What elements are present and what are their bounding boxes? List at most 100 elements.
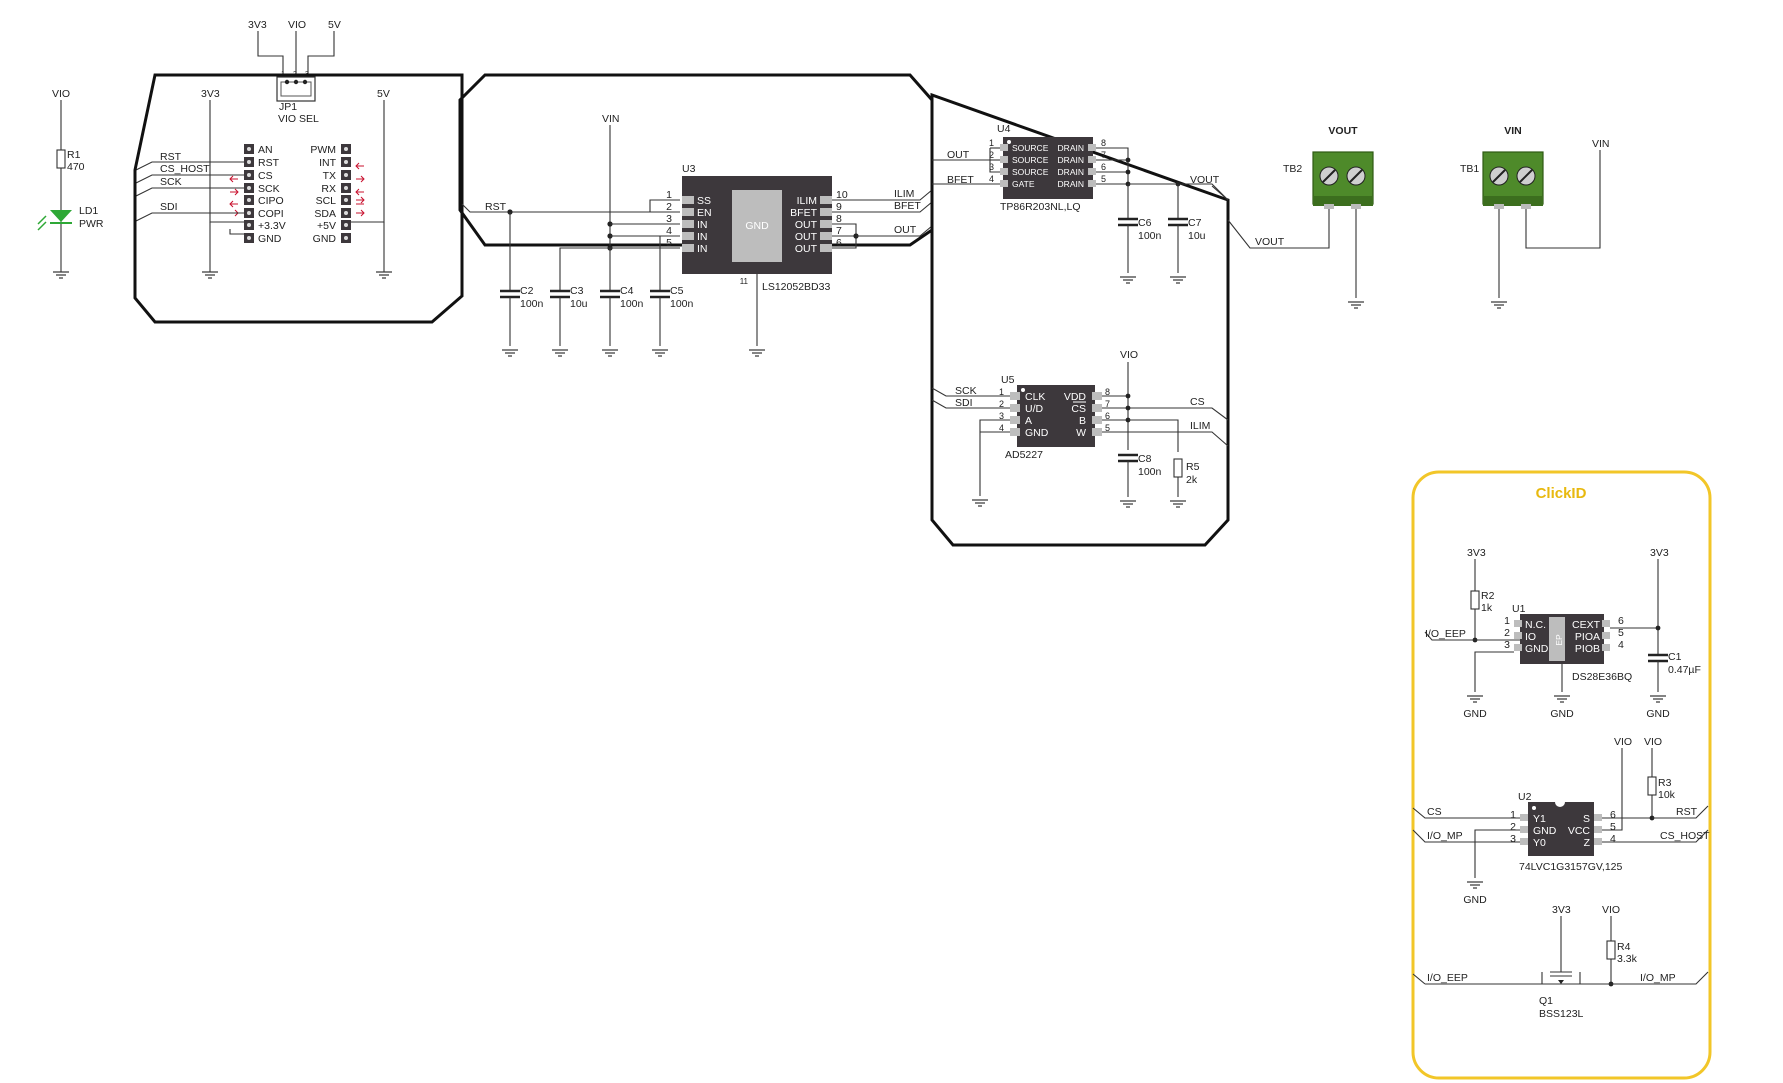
hdr-net-rst: RST [160, 151, 182, 163]
tb1-title: VIN [1504, 125, 1522, 137]
u4-u5-block: U4 SOURCE SOURCE SOURCE GATE DRAIN DRAIN… [930, 92, 1230, 547]
c2-ref: C2 [520, 285, 534, 297]
u3-pin-ss: SS [697, 195, 711, 207]
jp1-5v-label: 5V [328, 19, 341, 31]
hdr-copi: COPI [258, 208, 284, 220]
clickid-title: ClickID [1536, 485, 1587, 502]
u5-pin-vdd: VDD [1064, 391, 1087, 403]
u5-pin-cs: CS [1071, 403, 1086, 415]
vio-led-block: VIO R1 470 LD1 PWR [37, 88, 104, 279]
u2-pin-y1: Y1 [1533, 813, 1546, 825]
u5-pin-clk: CLK [1025, 391, 1045, 403]
u1-pn5: 5 [1618, 627, 1624, 639]
u4-pin-drain6: DRAIN [1058, 167, 1084, 177]
u1-pn2: 2 [1504, 627, 1510, 639]
u1-pin-pioa: PIOA [1575, 631, 1600, 643]
u1-ep: EP [1554, 634, 1564, 646]
u4-pn1: 1 [989, 138, 994, 148]
c3-val: 10u [570, 298, 588, 310]
hdr-sck: SCK [258, 183, 280, 195]
r3-ref: R3 [1658, 777, 1672, 789]
u1-pin-cext: CEXT [1572, 619, 1601, 631]
c1-ref: C1 [1668, 651, 1682, 663]
u3-bfet-net: BFET [894, 200, 921, 212]
u3-regulator-block: VIN RST C2 100n C3 10u C4 100n C5 100n [458, 73, 934, 357]
mikrobus-headers: 3V3 5V AN RST CS SCK CIPO COPI +3.3V GND [133, 73, 464, 324]
u5-pn7: 7 [1105, 399, 1110, 409]
c7-val: 10u [1188, 230, 1206, 242]
r4-val: 3.3k [1617, 953, 1638, 965]
u2-pin-gnd: GND [1533, 825, 1557, 837]
c1-val: 0.47µF [1668, 664, 1701, 676]
u1-pin-io: IO [1525, 631, 1536, 643]
jp1-block: 3V3 VIO 5V 1 2 3 JP1 VIO SEL [248, 19, 341, 125]
hdr-gnd-r: GND [313, 233, 337, 245]
ld1-ref: LD1 [79, 205, 98, 217]
u2-pn5: 5 [1610, 821, 1616, 833]
u1-3v3-right: 3V3 [1650, 547, 1669, 559]
u3-vin-label: VIN [602, 113, 620, 125]
hdr-3v3-label: 3V3 [201, 88, 220, 100]
u5-pn6: 6 [1105, 411, 1110, 421]
hdr-net-sck: SCK [160, 176, 182, 188]
hdr-pwm: PWM [310, 144, 336, 156]
tb1-vin-net: VIN [1592, 138, 1610, 150]
u1-gnd2: GND [1550, 708, 1574, 720]
hdr-tx: TX [323, 170, 336, 182]
q1-mosfet-icon [1558, 980, 1564, 984]
u5-pn5: 5 [1105, 423, 1110, 433]
r1-ref: R1 [67, 149, 81, 161]
u4-pin-source2: SOURCE [1012, 155, 1049, 165]
u5-pin-gnd: GND [1025, 427, 1049, 439]
u1-pn1: 1 [1504, 615, 1510, 627]
tb2-ref: TB2 [1283, 163, 1302, 175]
hdr-gnd-l: GND [258, 233, 282, 245]
u3-pin-bfet: BFET [790, 207, 817, 219]
u3-pn10: 10 [836, 189, 848, 201]
u3-gnd-pad: GND [745, 220, 769, 232]
u4-part: TP86R203NL,LQ [1000, 201, 1081, 213]
u5-pn1: 1 [999, 387, 1004, 397]
u1-pn3: 3 [1504, 639, 1510, 651]
u1-pn4: 4 [1618, 639, 1624, 651]
u4-bfet-net: BFET [947, 174, 974, 186]
u4-pn8: 8 [1101, 138, 1106, 148]
u2-vio-right: VIO [1644, 736, 1662, 748]
u1-3v3-left: 3V3 [1467, 547, 1486, 559]
u2-pin-s: S [1583, 813, 1590, 825]
u5-ilim-net: ILIM [1190, 420, 1210, 432]
u3-pn3: 3 [666, 213, 672, 225]
c4-ref: C4 [620, 285, 634, 297]
r4-ref: R4 [1617, 941, 1631, 953]
c6-ref: C6 [1138, 217, 1152, 229]
u3-pn4: 4 [666, 225, 672, 237]
q1-3v3: 3V3 [1552, 904, 1571, 916]
hdr-rx: RX [321, 183, 336, 195]
c7-ref: C7 [1188, 217, 1202, 229]
u3-pin-out2: OUT [795, 231, 818, 243]
r1-value: 470 [67, 161, 85, 173]
u2-io-mp-net: I/O_MP [1427, 830, 1463, 842]
q1-io-mp-net: I/O_MP [1640, 972, 1676, 984]
u2-pn4: 4 [1610, 833, 1616, 845]
u1-gnd1: GND [1463, 708, 1487, 720]
jp1-name: VIO SEL [278, 113, 319, 125]
u3-pn9: 9 [836, 201, 842, 213]
clickid-panel: ClickID 3V3 R2 1k I/O_EEP U1 EP N.C. IO … [1411, 470, 1712, 1080]
u5-pn4: 4 [999, 423, 1004, 433]
hdr-rst: RST [258, 157, 280, 169]
hdr-cs: CS [258, 170, 273, 182]
u2-pn3: 3 [1510, 833, 1516, 845]
q1-ref: Q1 [1539, 995, 1553, 1007]
u2-ref: U2 [1518, 791, 1532, 803]
vio-label: VIO [52, 88, 70, 100]
u3-pin-in2: IN [697, 231, 708, 243]
u2-pin-vcc: VCC [1568, 825, 1591, 837]
u3-ilim-net: ILIM [894, 188, 914, 200]
c3-ref: C3 [570, 285, 584, 297]
tb2-vout: VOUT TB2 VOUT [1227, 125, 1374, 309]
u3-pin-in1: IN [697, 219, 708, 231]
u5-pin-a: A [1025, 415, 1032, 427]
u5-part: AD5227 [1005, 449, 1043, 461]
u3-pin-out3: OUT [795, 243, 818, 255]
